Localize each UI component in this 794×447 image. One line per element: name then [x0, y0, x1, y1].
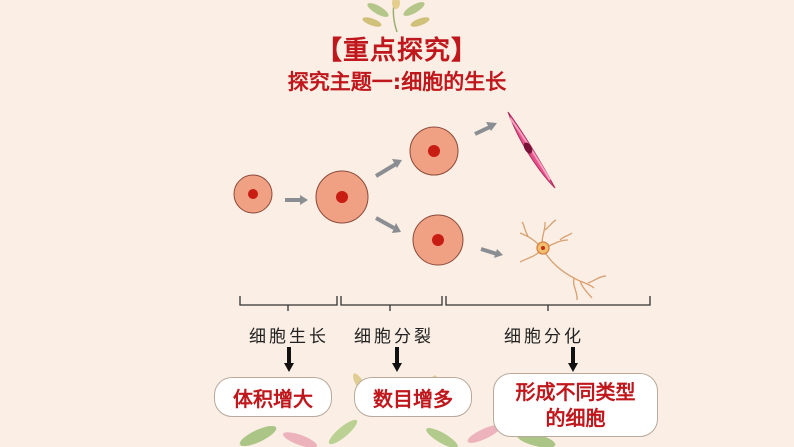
- cell-initial: [233, 174, 273, 214]
- muscle-cell: [507, 111, 556, 189]
- cell-divided-bottom: [412, 214, 464, 266]
- result-growth: 体积增大: [214, 377, 332, 417]
- brace-differentiation: [445, 296, 651, 311]
- brace-division: [340, 296, 443, 311]
- result-differentiation: 形成不同类型 的细胞: [493, 373, 658, 437]
- arrow-differentiation-neuron: [480, 247, 503, 258]
- stage-label-growth: 细胞生长: [249, 327, 329, 347]
- cell-grown: [315, 170, 369, 224]
- down-arrow-growth: [284, 347, 294, 372]
- down-arrow-division: [392, 347, 402, 372]
- arrow-division-down: [375, 216, 401, 233]
- neuron-cell: [519, 219, 607, 301]
- arrow-division-up: [374, 159, 402, 178]
- brace-growth: [239, 296, 338, 311]
- result-division: 数目增多: [354, 377, 472, 417]
- arrow-growth: [285, 195, 308, 205]
- top-foliage-decoration: [362, 0, 430, 33]
- result-differentiation-line2: 的细胞: [545, 406, 606, 430]
- page-subtitle: 探究主题一:细胞的生长: [287, 70, 507, 94]
- result-differentiation-line1: 形成不同类型: [515, 380, 636, 404]
- cell-divided-top: [409, 126, 459, 176]
- arrow-differentiation-muscle: [474, 122, 497, 136]
- page-title: 【重点探究】: [315, 36, 478, 66]
- stage-label-division: 细胞分裂: [354, 327, 434, 347]
- stage-label-differentiation: 细胞分化: [504, 327, 584, 347]
- down-arrow-differentiation: [568, 347, 578, 372]
